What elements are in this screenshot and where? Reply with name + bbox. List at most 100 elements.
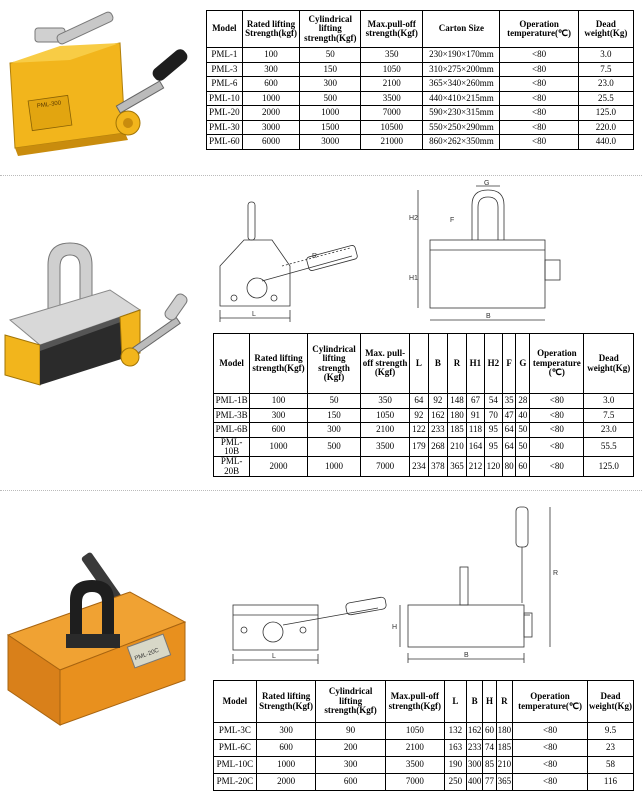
cell: 2000 xyxy=(255,773,317,791)
dim-label: H2 xyxy=(409,215,418,222)
cell: 64 xyxy=(501,436,517,458)
table-header-row: Model Rated lifting Strength(kgf) Cylind… xyxy=(206,10,635,48)
section-divider xyxy=(0,175,642,176)
cell: PML-60 xyxy=(206,134,243,150)
col-header: Max. pull-off strength (Kgf) xyxy=(360,333,410,394)
cell: 600 xyxy=(249,422,308,438)
cell: 860×262×350mm xyxy=(422,134,501,150)
cell: 23.0 xyxy=(583,422,634,438)
cell: <80 xyxy=(512,756,588,774)
dim-label: F xyxy=(450,217,454,224)
cell: 2100 xyxy=(360,76,424,92)
cell: 50 xyxy=(515,436,531,458)
cell: PML-6C xyxy=(213,739,257,757)
cell: 234 xyxy=(408,456,429,478)
cell: 185 xyxy=(446,422,467,438)
cell: 116 xyxy=(586,773,635,791)
cell: 1000 xyxy=(249,436,308,458)
cell: 120 xyxy=(483,456,503,478)
cell: 1000 xyxy=(306,456,362,478)
col-header: G xyxy=(515,333,531,394)
cell: 95 xyxy=(483,422,503,438)
col-header: Model xyxy=(206,10,243,48)
cell: 132 xyxy=(443,722,467,740)
drawing-front-view-b: G F H2 H1 B xyxy=(400,180,570,330)
cell: PML-3B xyxy=(212,407,251,423)
col-header: Operation temperature(℃) xyxy=(512,680,588,723)
cell: 3.0 xyxy=(577,47,635,63)
cell: 2000 xyxy=(241,105,301,121)
product-photo-pml-c: PML-20C xyxy=(0,530,200,730)
cell: 90 xyxy=(315,722,386,740)
dim-label: L xyxy=(272,653,276,660)
cell: 200 xyxy=(315,739,386,757)
cell: 300 xyxy=(255,722,317,740)
cell: <80 xyxy=(529,393,585,409)
cell: 350 xyxy=(360,47,424,63)
cell: 220.0 xyxy=(577,119,635,135)
cell: 28 xyxy=(515,393,531,409)
cell: <80 xyxy=(499,90,579,106)
spec-table-pml-b: Model Rated lifting strength(Kgf) Cylind… xyxy=(212,333,634,478)
plate-label-a: PML-300 xyxy=(37,100,63,109)
cell: 300 xyxy=(299,76,362,92)
cell: <80 xyxy=(529,422,585,438)
cell: 2100 xyxy=(384,739,445,757)
cell: 118 xyxy=(465,422,485,438)
cell: 163 xyxy=(443,739,467,757)
cell: 600 xyxy=(315,773,386,791)
cell: 150 xyxy=(299,61,362,77)
cell: 77 xyxy=(482,773,497,791)
cell: 6000 xyxy=(241,134,301,150)
cell: <80 xyxy=(499,134,579,150)
cell: <80 xyxy=(499,105,579,121)
col-header: L xyxy=(408,333,429,394)
col-header: Max.pull-off strength(Kgf) xyxy=(360,10,424,48)
cell: 190 xyxy=(443,756,467,774)
cell: 25.5 xyxy=(577,90,635,106)
cell: 2100 xyxy=(360,422,410,438)
col-header: Operation temperature (℃) xyxy=(529,333,585,394)
cell: 179 xyxy=(408,436,429,458)
cell: 50 xyxy=(515,422,531,438)
cell: 80 xyxy=(501,456,517,478)
cell: 233 xyxy=(427,422,448,438)
col-header: Rated lifting strength(Kgf) xyxy=(249,333,308,394)
cell: 300 xyxy=(315,756,386,774)
cell: 35 xyxy=(501,393,517,409)
cell: 230×190×170mm xyxy=(422,47,501,63)
cell: 100 xyxy=(249,393,308,409)
cell: PML-6 xyxy=(206,76,243,92)
cell: 74 xyxy=(482,739,497,757)
col-header: F xyxy=(501,333,517,394)
cell: 162 xyxy=(465,722,484,740)
cell: <80 xyxy=(529,436,585,458)
cell: 3.0 xyxy=(583,393,634,409)
cell: PML-6B xyxy=(212,422,251,438)
col-header: Operation temperature(℃) xyxy=(499,10,579,48)
cell: 60 xyxy=(515,456,531,478)
cell: <80 xyxy=(512,722,588,740)
cell: 3500 xyxy=(360,436,410,458)
cell: 85 xyxy=(482,756,497,774)
cell: 350 xyxy=(360,393,410,409)
cell: 210 xyxy=(495,756,514,774)
cell: 500 xyxy=(299,90,362,106)
cell: 185 xyxy=(495,739,514,757)
cell: <80 xyxy=(499,76,579,92)
cell: 1050 xyxy=(384,722,445,740)
cell: 440×410×215mm xyxy=(422,90,501,106)
cell: 95 xyxy=(483,436,503,458)
cell: 1050 xyxy=(360,61,424,77)
product-photo-pml-b xyxy=(0,235,200,410)
col-header: R xyxy=(495,680,514,723)
cell: 590×230×315mm xyxy=(422,105,501,121)
col-header: Model xyxy=(212,333,251,394)
cell: 600 xyxy=(241,76,301,92)
